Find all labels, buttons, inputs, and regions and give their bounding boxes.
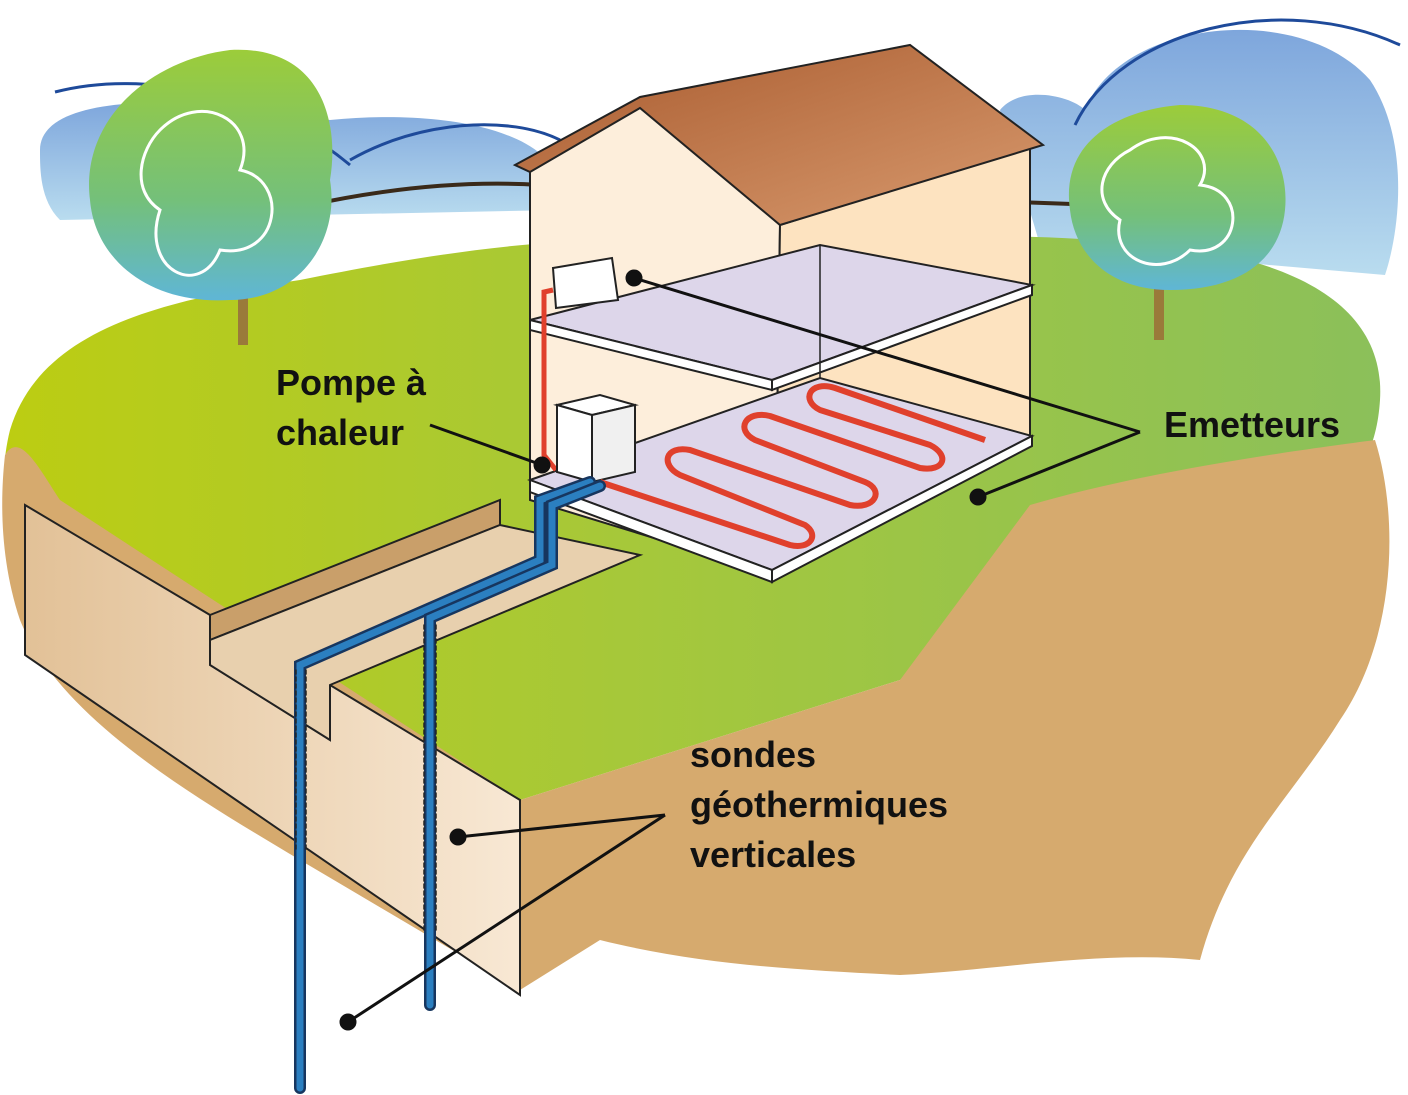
label-probes: sondes géothermiques verticales [690,730,948,880]
underfloor-heating-coil [599,383,986,549]
label-heat-pump: Pompe à chaleur [276,358,426,458]
leader-lines [339,269,1141,1031]
radiator [551,256,620,310]
label-heat-pump-line-2: chaleur [276,412,405,453]
label-probes-line-2: géothermiques [690,784,949,825]
tree-left [89,49,333,345]
tree-right [1068,105,1286,340]
house [512,43,1046,584]
ground-probes [294,476,606,1094]
label-emitters: Emetteurs [1164,404,1341,445]
heat-pump-unit [553,393,639,484]
label-probes-line-1: sondes [690,734,817,775]
label-heat-pump-line-1: Pompe à [276,362,427,403]
label-probes-line-3: verticales [690,834,857,875]
horizon-line [309,181,1101,207]
